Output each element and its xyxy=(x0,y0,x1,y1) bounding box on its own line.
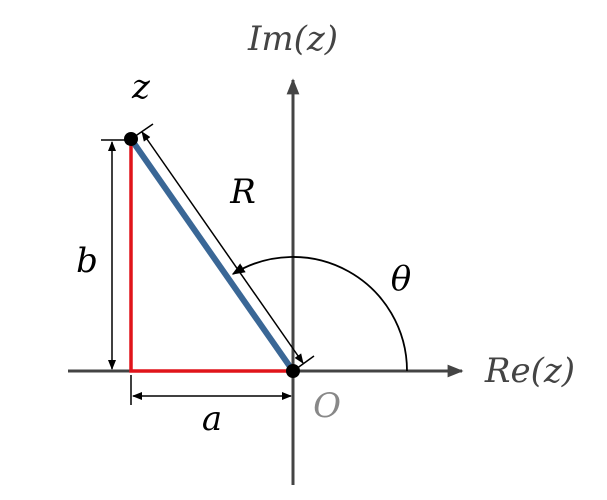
point-z xyxy=(124,132,138,146)
modulus-dimension-arrow xyxy=(141,131,304,364)
modulus-line xyxy=(128,137,296,373)
modulus-extension-top xyxy=(133,123,154,138)
real-imag-legs xyxy=(129,139,293,373)
real-part-label: a xyxy=(202,399,222,439)
origin-point xyxy=(286,364,300,378)
angle-arc xyxy=(231,256,408,372)
angle-label: θ xyxy=(391,259,411,299)
modulus-extension-bottom xyxy=(295,355,315,370)
point-label: z xyxy=(131,67,151,107)
modulus-label: R xyxy=(229,172,256,212)
imag-part-label: b xyxy=(76,241,98,281)
real-axis-label: Re(z) xyxy=(484,351,575,391)
imag-axis-label: Im(z) xyxy=(247,19,338,59)
origin-label: O xyxy=(313,386,341,426)
